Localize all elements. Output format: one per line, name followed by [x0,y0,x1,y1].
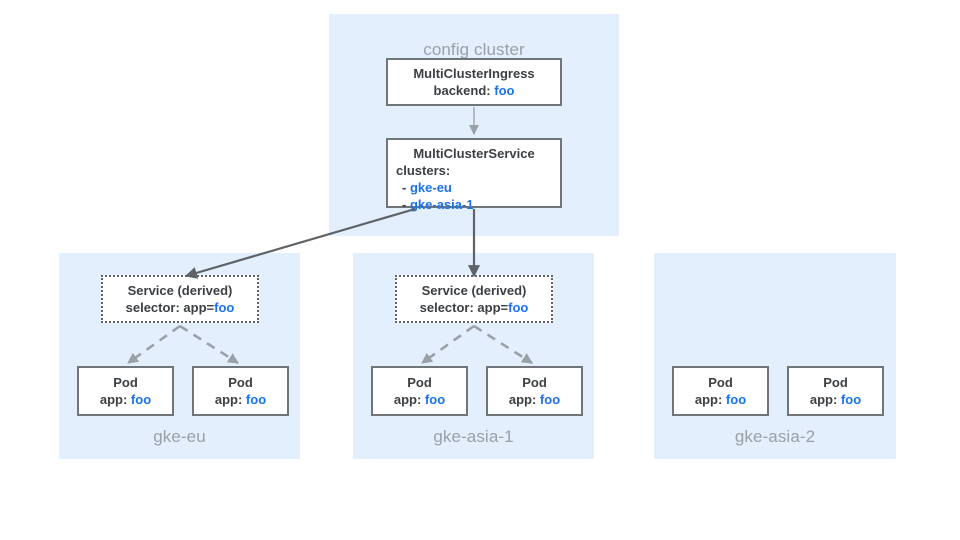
pod-app-value-gke-eu-0: foo [130,392,152,407]
pod-app-value-gke-asia-1-0: foo [424,392,446,407]
pod-app-value-gke-asia-1-1: foo [539,392,561,407]
panel-title-gke-asia-2: gke-asia-2 [734,427,816,446]
pod-name-gke-eu-0: Pod [113,375,138,390]
pod-name-gke-asia-1-1: Pod [522,375,547,390]
pod-gke-asia-1-0[interactable]: Pod app: foo [371,366,468,416]
cluster-entry-bullet-0: - [402,180,407,195]
pod-app-label-gke-asia-2-1: app: [809,392,838,407]
derived-service-selector-value-gke-asia-1: foo [508,300,529,315]
pod-name-gke-asia-2-1: Pod [823,375,848,390]
derived-service-selector-label-gke-eu: selector: app= [125,300,215,315]
pod-app-label-gke-asia-2-0: app: [694,392,723,407]
panel-title-gke-asia-1: gke-asia-1 [433,427,514,446]
derived-service-name-gke-asia-1: Service (derived) [421,283,527,298]
cluster-entry-bullet-1: - [402,197,407,212]
pod-name-gke-asia-2-0: Pod [708,375,733,390]
panel-cluster-gke-asia-2: gke-asia-2 [654,253,896,459]
pod-app-label-gke-asia-1-0: app: [393,392,422,407]
panel-title-gke-eu: gke-eu [153,427,206,446]
multiclusterservice-cluster-entry-1: - gke-asia-1 [388,196,474,213]
pod-app-gke-asia-1-1: app: foo [509,391,560,408]
pod-name-gke-asia-1-0: Pod [407,375,432,390]
multiclusterservice-clusters-label: clusters: [396,163,451,178]
pod-app-label-gke-eu-0: app: [99,392,128,407]
pod-app-label-gke-eu-1: app: [214,392,243,407]
derived-service-selector-gke-eu: selector: app=foo [126,299,235,316]
multiclusteringress-backend-value: foo [494,83,515,98]
multiclusteringress-backend-label: backend: [433,83,491,98]
panel-title-config-cluster: config cluster [423,40,525,59]
pod-gke-eu-1[interactable]: Pod app: foo [192,366,289,416]
pod-app-value-gke-eu-1: foo [245,392,267,407]
multiclusterservice-name: MultiClusterService [413,146,535,161]
derived-service-selector-label-gke-asia-1: selector: app= [419,300,509,315]
pod-app-gke-asia-1-0: app: foo [394,391,445,408]
pod-app-label-gke-asia-1-1: app: [508,392,537,407]
pod-app-gke-asia-2-1: app: foo [810,391,861,408]
pod-app-gke-eu-1: app: foo [215,391,266,408]
box-multiclusterservice[interactable]: MultiClusterService clusters: - gke-eu -… [386,138,562,212]
pod-gke-eu-0[interactable]: Pod app: foo [77,366,174,416]
multiclusterservice-cluster-entry-0: - gke-eu [388,179,452,196]
pod-gke-asia-2-1[interactable]: Pod app: foo [787,366,884,416]
cluster-entry-value-0: gke-eu [409,180,452,195]
pod-app-gke-eu-0: app: foo [100,391,151,408]
pod-app-gke-asia-2-0: app: foo [695,391,746,408]
box-derived-service-gke-asia-1[interactable]: Service (derived) selector: app=foo [395,275,553,323]
pod-gke-asia-1-1[interactable]: Pod app: foo [486,366,583,416]
derived-service-selector-value-gke-eu: foo [214,300,235,315]
box-multiclusteringress[interactable]: MultiClusterIngress backend: foo [386,58,562,106]
multiclusteringress-backend: backend: foo [434,82,515,99]
box-derived-service-gke-eu[interactable]: Service (derived) selector: app=foo [101,275,259,323]
pod-app-value-gke-asia-2-1: foo [840,392,862,407]
derived-service-name-gke-eu: Service (derived) [127,283,233,298]
derived-service-selector-gke-asia-1: selector: app=foo [420,299,529,316]
multiclusteringress-name: MultiClusterIngress [413,66,535,81]
pod-gke-asia-2-0[interactable]: Pod app: foo [672,366,769,416]
cluster-entry-value-1: gke-asia-1 [409,197,474,212]
pod-app-value-gke-asia-2-0: foo [725,392,747,407]
pod-name-gke-eu-1: Pod [228,375,253,390]
panel-cluster-gke-asia-1: gke-asia-1 [353,253,594,459]
